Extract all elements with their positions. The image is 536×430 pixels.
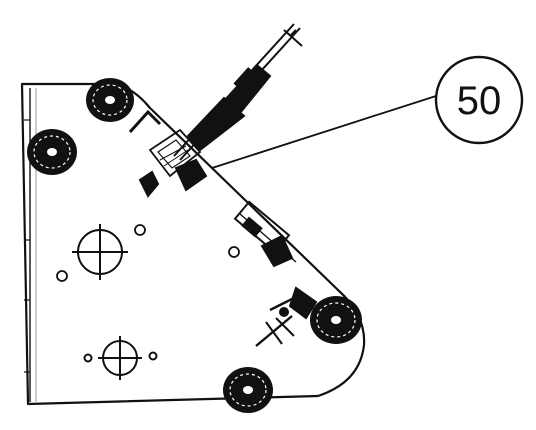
shaft-assembly	[128, 23, 303, 198]
roller-left	[27, 129, 77, 175]
carriage-middle	[233, 200, 297, 268]
crosshair-hole-small	[83, 336, 158, 380]
roller-bottom	[223, 367, 273, 413]
callout-bubble: 50	[434, 55, 524, 145]
bolt-holes	[56, 224, 240, 282]
leader-line	[211, 95, 437, 169]
roller-top	[86, 78, 134, 122]
linkage-lower	[255, 286, 318, 347]
crosshair-hole-large	[72, 224, 128, 280]
callout-number: 50	[457, 79, 502, 123]
roller-right	[310, 296, 362, 344]
